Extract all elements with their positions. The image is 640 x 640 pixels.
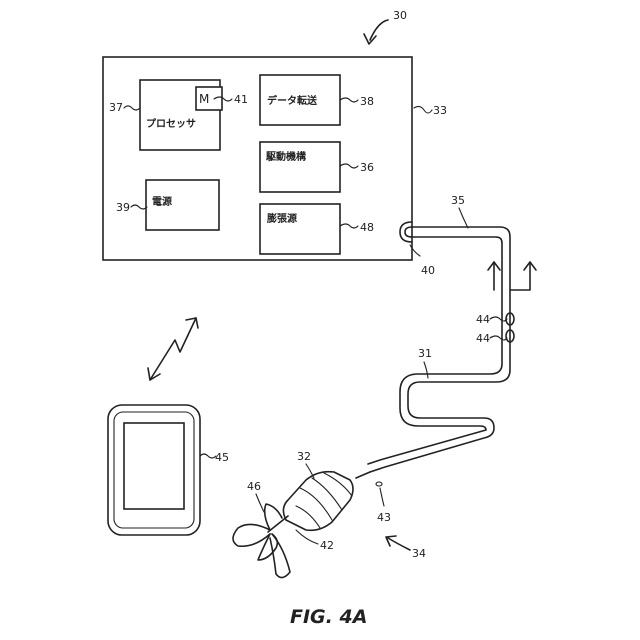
- sensors: 44 44: [476, 313, 514, 345]
- power-label: 電源: [152, 195, 172, 208]
- ref-45: 45: [215, 451, 229, 464]
- blade-bottom: [270, 534, 290, 578]
- ref-33-leader: [414, 106, 432, 113]
- processor-label: プロセッサ: [146, 117, 196, 130]
- ref-44-lower-leader: [490, 336, 507, 340]
- balloon-seam-1: [300, 488, 332, 520]
- data-transfer-label: データ転送: [267, 94, 318, 107]
- balloon-assembly: 32: [283, 450, 370, 530]
- ref-37: 37: [109, 101, 123, 114]
- ref-44-upper-leader: [490, 317, 507, 321]
- device-screen: [124, 423, 184, 509]
- ref-32: 32: [297, 450, 311, 463]
- ref-48: 48: [360, 221, 374, 234]
- memory-label: M: [199, 92, 209, 106]
- drive-box: [260, 142, 340, 192]
- ref-34-arrow: [388, 538, 410, 550]
- ref-46-leader: [256, 494, 264, 512]
- ref-39: 39: [116, 201, 130, 214]
- blade-upper: [265, 504, 282, 530]
- ref-30-arrow: [370, 20, 388, 40]
- flow-arrows: [488, 262, 536, 290]
- ref-46: 46: [247, 480, 261, 493]
- ref-36: 36: [360, 161, 374, 174]
- ref-31: 31: [418, 347, 432, 360]
- marker-dot: [376, 482, 382, 486]
- controller-unit: 33 プロセッサ 37 M 41 電源 39 データ転送 38 駆動機構 36 …: [103, 57, 447, 260]
- shaft-tip: [268, 516, 288, 532]
- ref-38: 38: [360, 95, 374, 108]
- ref-44-upper: 44: [476, 313, 490, 326]
- ref-45-leader: [200, 454, 216, 458]
- lightning-bolt: [150, 318, 196, 380]
- ref-34: 34: [412, 547, 426, 560]
- wireless-link-icon: [148, 318, 198, 380]
- ref-44-lower: 44: [476, 332, 490, 345]
- ref-30-group: 30: [364, 9, 407, 44]
- ref-41: 41: [234, 93, 248, 106]
- drive-label: 駆動機構: [265, 150, 306, 163]
- ref-43: 43: [377, 511, 391, 524]
- ref-42: 42: [320, 539, 334, 552]
- ref-33: 33: [433, 104, 447, 117]
- inflation-box: [260, 204, 340, 254]
- tube-outer: [370, 227, 510, 472]
- ref-31-leader: [424, 362, 428, 378]
- figure-caption: FIG. 4A: [290, 606, 367, 628]
- inflation-label: 膨張源: [267, 212, 297, 225]
- blade-left: [233, 524, 270, 546]
- tube-to-balloon: [356, 472, 370, 478]
- balloon-seam-2: [312, 478, 342, 510]
- balloon-seam-3: [296, 506, 320, 528]
- ref-40: 40: [421, 264, 435, 277]
- ref-35-leader: [459, 208, 468, 228]
- tube-inner: [368, 237, 502, 464]
- ref-34-group: 34: [386, 536, 426, 560]
- ref-35: 35: [451, 194, 465, 207]
- ref-42-leader: [296, 530, 318, 544]
- handheld-device: 45: [108, 405, 229, 535]
- ref-30: 30: [393, 9, 407, 22]
- ref-43-leader: [380, 488, 384, 506]
- marker: 43: [376, 482, 391, 524]
- ref-32-leader: [306, 464, 314, 478]
